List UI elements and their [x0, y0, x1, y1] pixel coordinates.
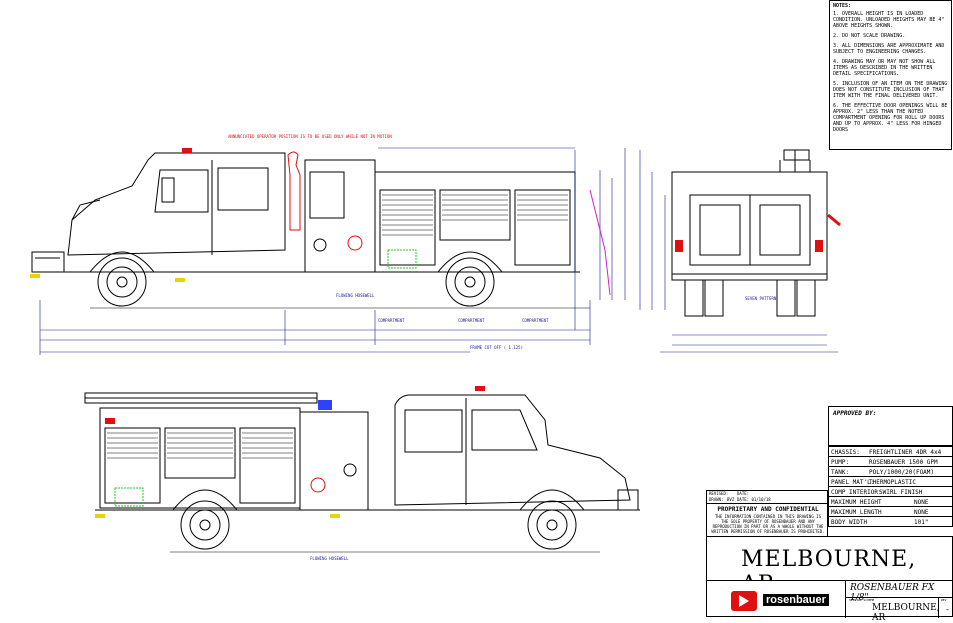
- side-view-bottom: [84, 392, 640, 553]
- footer-row: rosenbauer ROSENBAUER FX 1/8" SPECIAL SC…: [706, 580, 953, 623]
- dimension-lines-side: [39, 147, 626, 355]
- operator-note: ANNUNCIATED OPERATOR POSITION IS TO BE U…: [228, 134, 392, 139]
- compartment-note-1: COMPARTMENT: [378, 318, 405, 323]
- notes-title: NOTES:: [833, 3, 852, 9]
- note-1: 1. OVERALL HEIGHT IS IN LOADED CONDITION…: [833, 11, 945, 29]
- title-block: APPROVED BY: CHASSIS:FREIGHTLINER 4DR 4x…: [706, 406, 953, 623]
- flowing-hosewell-top: FLOWING HOSEWELL: [336, 293, 375, 298]
- customer-box: MELBOURNE, AR: [706, 536, 953, 597]
- note-2: 2. DO NOT SCALE DRAWING.: [833, 33, 906, 39]
- compartment-note-2: COMPARTMENT: [458, 318, 485, 323]
- notes-block: NOTES: 1. OVERALL HEIGHT IS IN LOADED CO…: [829, 0, 952, 150]
- revision-box: REVISED: DATE: DRAWN: BVZ DATE: 01/10/18: [706, 490, 828, 504]
- side-view-top: [31, 151, 590, 309]
- frame-cut-note: FRAME CUT OFF ( 1.125): [470, 345, 523, 350]
- note-5: 5. INCLUSION OF AN ITEM ON THE DRAWING D…: [833, 81, 948, 99]
- logo-arrow-icon: [739, 595, 749, 607]
- color-accents: [30, 148, 841, 518]
- customer-small-cell: SPECIAL SCHEME MELBOURNE, AR REV -: [845, 597, 953, 623]
- note-3: 3. ALL DIMENSIONS ARE APPROXIMATE AND SU…: [833, 43, 945, 55]
- seven-pattern-note: SEVEN PATTERN: [745, 296, 777, 301]
- proprietary-box: PROPRIETARY AND CONFIDENTIAL THE INFORMA…: [706, 503, 828, 537]
- flowing-hosewell-bottom: FLOWING HOSEWELL: [310, 556, 349, 561]
- note-6: 6. THE EFFECTIVE DOOR OPENINGS WILL BE A…: [833, 103, 948, 133]
- approval-box: APPROVED BY:: [828, 406, 953, 446]
- brand-name: rosenbauer: [763, 594, 829, 606]
- compartment-note-3: COMPARTMENT: [522, 318, 549, 323]
- approved-by-label: APPROVED BY:: [833, 410, 877, 417]
- note-4: 4. DRAWING MAY OR MAY NOT SHOW ALL ITEMS…: [833, 59, 936, 77]
- dimension-lines-rear: [639, 150, 838, 353]
- rear-view: [671, 149, 828, 317]
- model-cell: ROSENBAUER FX 1/8": [845, 581, 953, 603]
